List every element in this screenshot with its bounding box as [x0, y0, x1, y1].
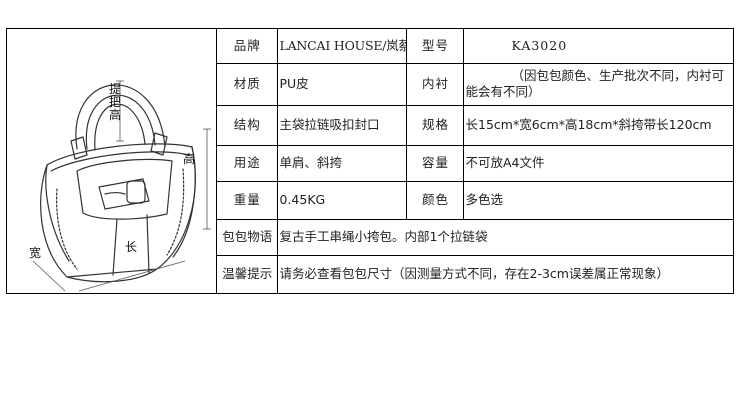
product-spec-sheet: 提把高 高 宽 长 品牌 LANCAI HOUSE/岚蔡·姿嘉 型号 KA302… — [6, 28, 734, 294]
table-row: 用途 单肩、斜挎 容量 不可放A4文件 — [216, 144, 733, 182]
weight-value: 0.45KG — [276, 180, 407, 220]
capacity-label: 容量 — [405, 144, 464, 182]
color-value: 多色选 — [462, 180, 733, 220]
weight-label: 重量 — [216, 180, 278, 220]
tip-label: 温馨提示 — [216, 254, 278, 293]
height-label: 高 — [183, 152, 196, 166]
handbag-illustration — [32, 80, 211, 292]
structure-value: 主袋拉链吸扣封口 — [276, 104, 407, 146]
table-row: 包包物语 复古手工串绳小挎包。内部1个拉链袋 — [216, 218, 733, 256]
material-label: 材质 — [216, 62, 278, 106]
size-label: 规格 — [405, 104, 464, 146]
usage-value: 单肩、斜挎 — [276, 144, 407, 182]
tip-value: 请务必查看包包尺寸（因测量方式不同，存在2-3cm误差属正常现象） — [276, 254, 733, 293]
table-row: 温馨提示 请务必查看包包尺寸（因测量方式不同，存在2-3cm误差属正常现象） — [216, 254, 733, 293]
story-label: 包包物语 — [216, 218, 278, 256]
brand-value: LANCAI HOUSE/岚蔡·姿嘉 — [276, 29, 407, 64]
spec-table: 品牌 LANCAI HOUSE/岚蔡·姿嘉 型号 KA3020 材质 PU皮 内… — [216, 29, 733, 293]
table-row: 结构 主袋拉链吸扣封口 规格 长15cm*宽6cm*高18cm*斜挎带长120c… — [216, 104, 733, 146]
handle-height-label: 提把高 — [109, 82, 122, 122]
table-row: 品牌 LANCAI HOUSE/岚蔡·姿嘉 型号 KA3020 — [216, 29, 733, 64]
table-row: 重量 0.45KG 颜色 多色选 — [216, 180, 733, 220]
table-row: 材质 PU皮 内衬 （因包包颜色、生产批次不同，内衬可能会有不同） — [216, 62, 733, 106]
material-value: PU皮 — [276, 62, 407, 106]
capacity-value: 不可放A4文件 — [462, 144, 733, 182]
usage-label: 用途 — [216, 144, 278, 182]
story-value: 复古手工串绳小挎包。内部1个拉链袋 — [276, 218, 733, 256]
model-value-text: KA3020 — [511, 37, 568, 53]
size-value: 长15cm*宽6cm*高18cm*斜挎带长120cm — [462, 104, 733, 146]
structure-label: 结构 — [216, 104, 278, 146]
brand-label: 品牌 — [216, 29, 278, 64]
model-value: KA3020 — [462, 29, 733, 64]
lining-label: 内衬 — [405, 62, 464, 106]
width-label: 宽 — [29, 246, 42, 260]
lining-value: （因包包颜色、生产批次不同，内衬可能会有不同） — [462, 62, 733, 106]
length-label: 长 — [125, 240, 138, 254]
bag-dimension-drawing: 提把高 高 宽 长 — [7, 29, 217, 293]
color-label: 颜色 — [405, 180, 464, 220]
lining-value-text: （因包包颜色、生产批次不同，内衬可能会有不同） — [465, 68, 725, 99]
model-label: 型号 — [405, 29, 464, 64]
